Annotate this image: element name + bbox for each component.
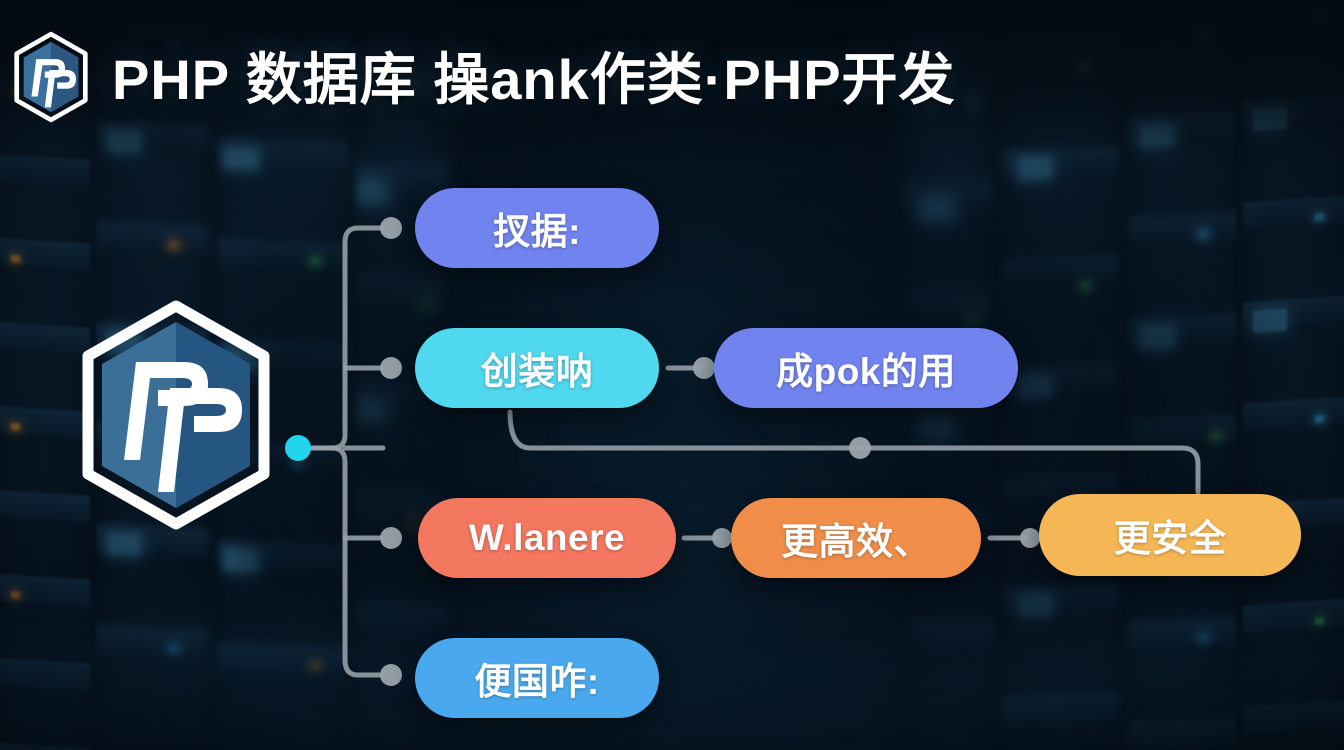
diagram-node-4[interactable]: W.lanere bbox=[418, 498, 676, 578]
diagram-node-4-label: W.lanere bbox=[468, 517, 626, 558]
poster-header: PHP 数据库 操ank作类·PHP开发 bbox=[0, 0, 1344, 150]
diagram-node-3-label: 成pok的用 bbox=[776, 351, 956, 392]
diagram-node-2[interactable]: 创装呐 bbox=[415, 328, 659, 408]
diagram-node-1-label: 扠据: bbox=[493, 211, 581, 252]
page-title: PHP 数据库 操ank作类·PHP开发 bbox=[112, 47, 956, 111]
diagram-node-6[interactable]: 更安全 bbox=[1039, 494, 1301, 576]
diagram-node-1[interactable]: 扠据: bbox=[415, 188, 659, 268]
php-hexagon-shield-icon-main bbox=[82, 300, 270, 530]
diagram-node-7[interactable]: 便国咋: bbox=[415, 638, 659, 718]
php-hexagon-shield-icon bbox=[14, 31, 88, 123]
diagram-node-6-label: 更安全 bbox=[1113, 518, 1227, 559]
header-scrim bbox=[0, 0, 1344, 160]
diagram-node-7-label: 便国咋: bbox=[474, 661, 600, 702]
diagram-node-3[interactable]: 成pok的用 bbox=[714, 328, 1018, 408]
diagram-node-5-label: 更高效、 bbox=[781, 521, 931, 562]
diagram-node-2-label: 创装呐 bbox=[480, 351, 594, 392]
diagram-node-5[interactable]: 更高效、 bbox=[731, 498, 981, 578]
